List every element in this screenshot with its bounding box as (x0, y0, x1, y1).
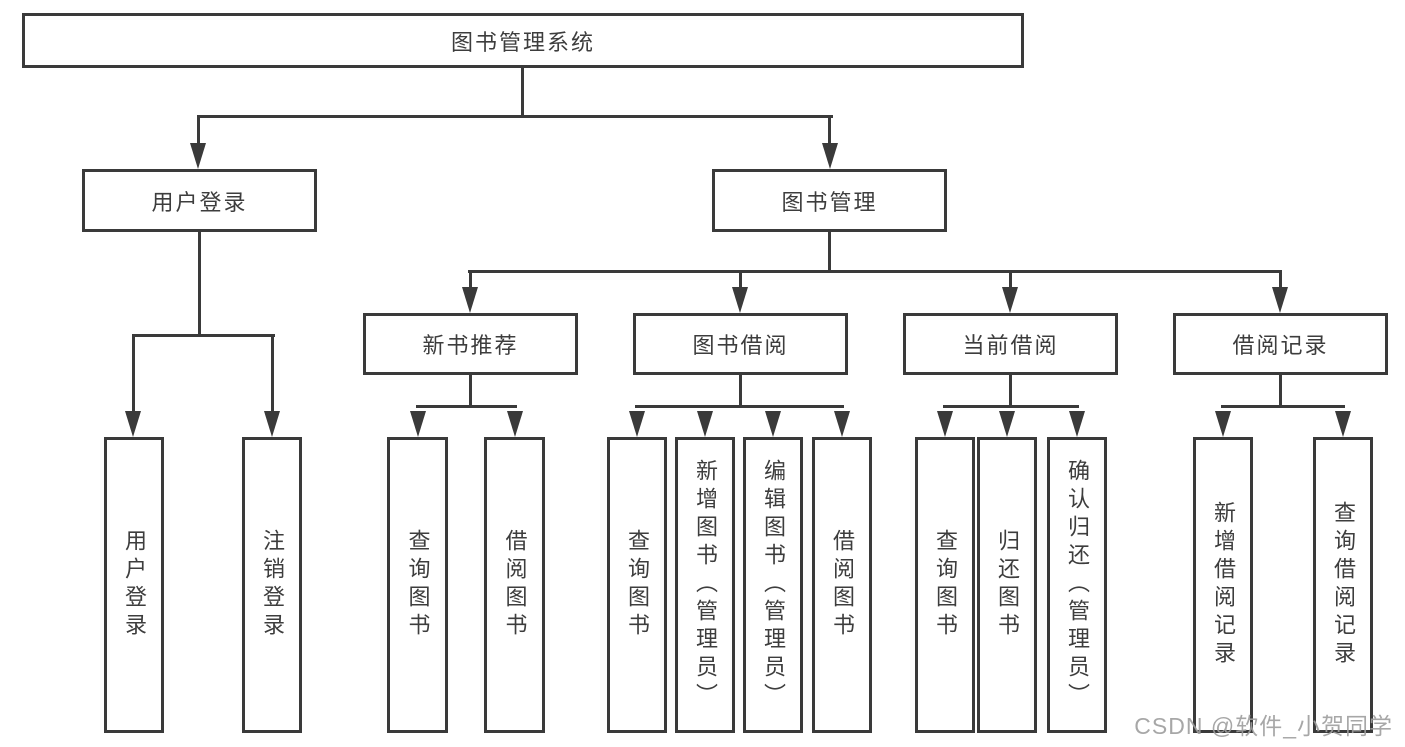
watermark: CSDN @软件_小贺同学 (1134, 713, 1393, 739)
leaf-recommend-borrow-book: 借阅图书 (484, 437, 545, 733)
leaf-current-confirm-return-admin: 确认归还（管理员） (1047, 437, 1107, 733)
connector-drop-mgmt (828, 115, 831, 145)
leaf-borrow-edit-book-admin: 编辑图书（管理员） (743, 437, 803, 733)
connector-records-stub (1279, 375, 1282, 408)
connector-user-stub (198, 232, 201, 337)
arrowhead-current-leaf-2 (999, 411, 1015, 437)
arrowhead-recommend-leaf-2 (507, 411, 523, 437)
arrowhead-current-leaf-1 (937, 411, 953, 437)
arrowhead-recommend-leaf-1 (410, 411, 426, 437)
arrowhead-user (190, 143, 206, 169)
connector-level2-splitter (197, 115, 833, 118)
arrowhead-user-leaf-2 (264, 411, 280, 437)
arrowhead-borrow (732, 287, 748, 313)
arrowhead-borrow-leaf-2 (697, 411, 713, 437)
arrowhead-borrow-leaf-3 (765, 411, 781, 437)
connector-user-splitter (132, 334, 275, 337)
connector-drop-user (197, 115, 200, 145)
arrowhead-current (1002, 287, 1018, 313)
arrowhead-records (1272, 287, 1288, 313)
connector-user-drop-2 (271, 334, 274, 412)
leaf-user-login: 用户登录 (104, 437, 164, 733)
node-user-login: 用户登录 (82, 169, 317, 232)
node-book-management: 图书管理 (712, 169, 947, 232)
leaf-records-query-record: 查询借阅记录 (1313, 437, 1373, 733)
leaf-borrow-query-book: 查询图书 (607, 437, 667, 733)
connector-current-splitter (943, 405, 1079, 408)
connector-borrow-splitter (635, 405, 844, 408)
connector-drop-current (1009, 270, 1012, 288)
node-root: 图书管理系统 (22, 13, 1024, 68)
connector-borrow-stub (739, 375, 742, 408)
arrowhead-mgmt (822, 143, 838, 169)
leaf-borrow-add-book-admin: 新增图书（管理员） (675, 437, 735, 733)
connector-records-splitter (1221, 405, 1345, 408)
arrowhead-recommend (462, 287, 478, 313)
connector-drop-recommend (469, 270, 472, 288)
arrowhead-current-leaf-3 (1069, 411, 1085, 437)
connector-mgmt-stub (828, 232, 831, 273)
arrowhead-records-leaf-1 (1215, 411, 1231, 437)
leaf-borrow-borrow-book: 借阅图书 (812, 437, 872, 733)
connector-user-drop-1 (132, 334, 135, 412)
node-current-borrow: 当前借阅 (903, 313, 1118, 375)
connector-recommend-stub (469, 375, 472, 408)
arrowhead-records-leaf-2 (1335, 411, 1351, 437)
leaf-recommend-query-book: 查询图书 (387, 437, 448, 733)
arrowhead-borrow-leaf-4 (834, 411, 850, 437)
leaf-logout: 注销登录 (242, 437, 302, 733)
connector-current-stub (1009, 375, 1012, 408)
arrowhead-user-leaf-1 (125, 411, 141, 437)
connector-root-stub (521, 68, 524, 118)
node-book-borrow: 图书借阅 (633, 313, 848, 375)
connector-drop-records (1279, 270, 1282, 288)
node-borrow-records: 借阅记录 (1173, 313, 1388, 375)
connector-recommend-splitter (416, 405, 517, 408)
leaf-records-add-record: 新增借阅记录 (1193, 437, 1253, 733)
node-new-book-recommend: 新书推荐 (363, 313, 578, 375)
connector-level3-splitter (468, 270, 1282, 273)
leaf-current-return-book: 归还图书 (977, 437, 1037, 733)
connector-drop-borrow (739, 270, 742, 288)
arrowhead-borrow-leaf-1 (629, 411, 645, 437)
leaf-current-query-book: 查询图书 (915, 437, 975, 733)
